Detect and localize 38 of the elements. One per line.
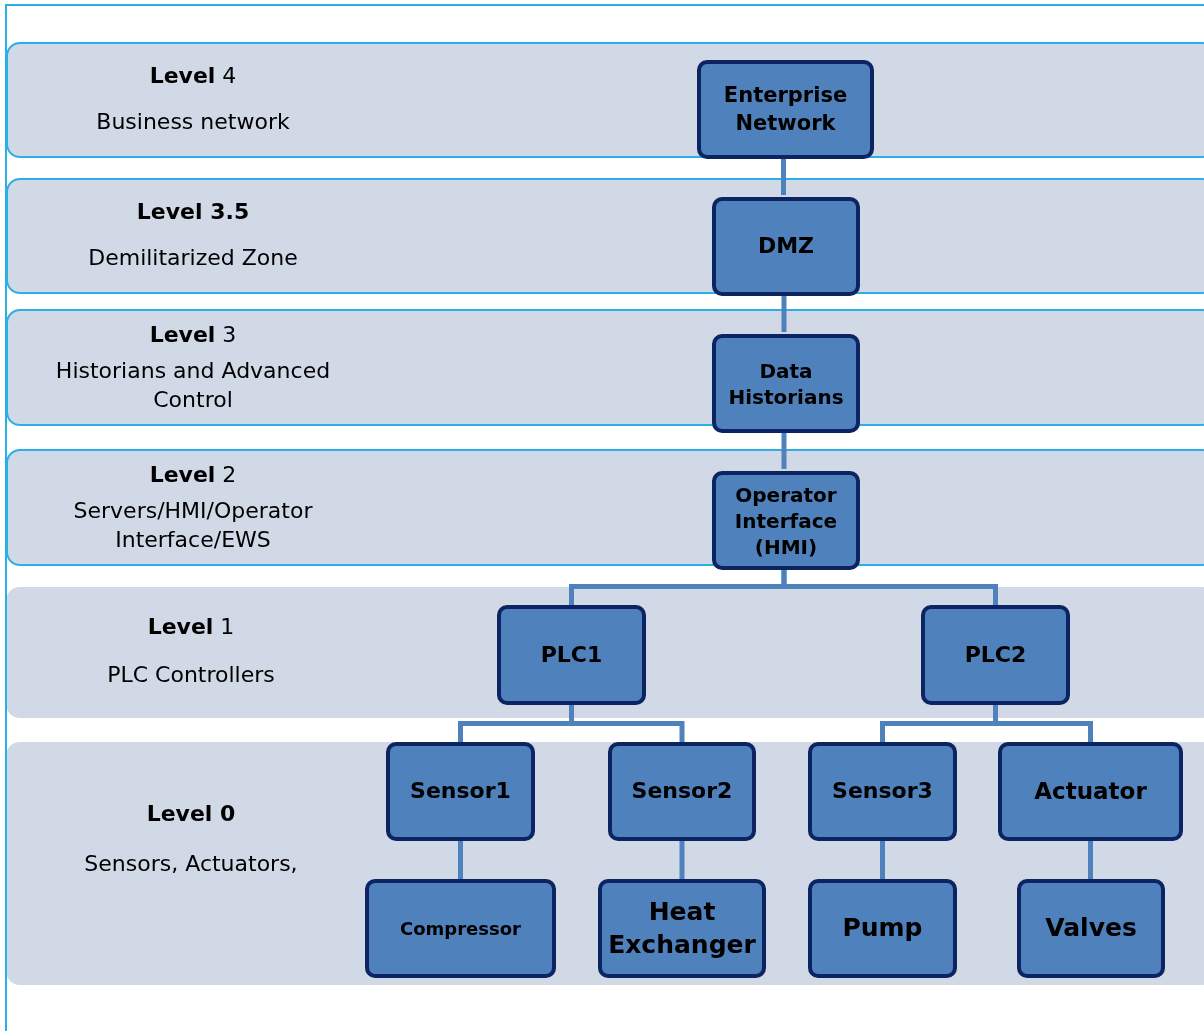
component-box: PLC1 (497, 605, 646, 705)
connector-line (781, 294, 787, 332)
level-band (6, 742, 1204, 985)
component-box: Sensor1 (386, 742, 535, 841)
component-box: Compressor (365, 879, 556, 978)
component-box: Sensor2 (608, 742, 756, 841)
connector-line (781, 431, 787, 469)
level-description: PLC Controllers (106, 661, 276, 689)
level-band (6, 42, 1204, 158)
connector-line (679, 841, 685, 879)
level-description: Servers/HMI/Operator Interface/EWS (72, 497, 314, 554)
component-box: DMZ (712, 197, 860, 296)
level-heading: Level 0 (145, 800, 237, 828)
connector-line (880, 841, 885, 879)
level-description: Historians and Advanced Control (54, 357, 332, 414)
level-band (6, 587, 1204, 718)
level-heading: Level 1 (146, 613, 236, 641)
component-box: Pump (808, 879, 957, 978)
component-box: Valves (1017, 879, 1165, 978)
level-heading: Level 3.5 (135, 198, 251, 226)
level-description: Sensors, Actuators, (83, 850, 299, 878)
level-description: Demilitarized Zone (87, 244, 299, 272)
connector-line (1088, 841, 1093, 879)
component-box: Heat Exchanger (598, 879, 766, 978)
connector-line (781, 157, 786, 195)
level-heading: Level 4 (148, 62, 238, 90)
component-box: Operator Interface (HMI) (712, 471, 860, 570)
component-box: PLC2 (921, 605, 1070, 705)
connector-line (458, 841, 463, 879)
connector-line (781, 568, 998, 605)
component-box: Sensor3 (808, 742, 957, 841)
component-box: Actuator (998, 742, 1183, 841)
component-box: Enterprise Network (697, 60, 874, 159)
level-description: Business network (95, 108, 291, 136)
level-band (6, 178, 1204, 294)
level-heading: Level 3 (148, 321, 238, 349)
component-box: Data Historians (712, 334, 860, 433)
level-heading: Level 2 (148, 461, 238, 489)
